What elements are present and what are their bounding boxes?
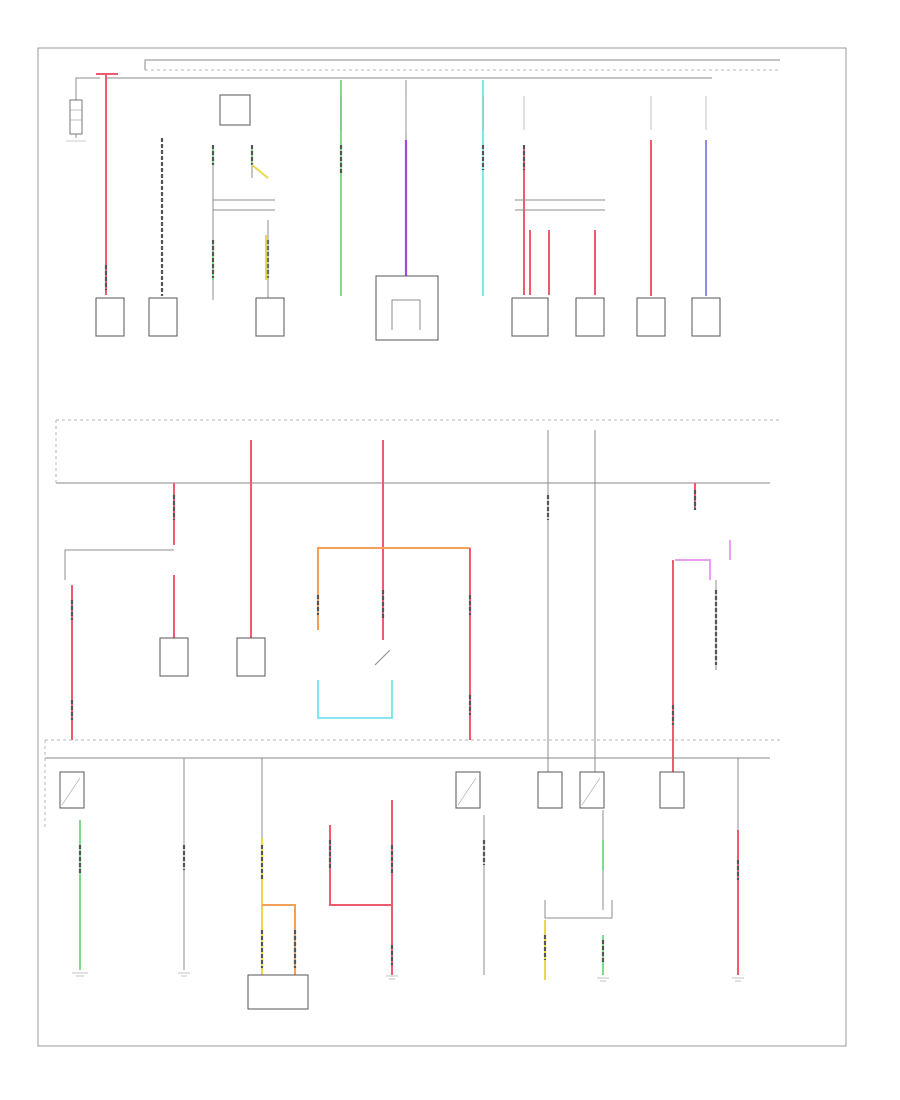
top-section (66, 59, 780, 341)
bottom-section (44, 739, 780, 1010)
fuse-drops-top (340, 96, 707, 130)
red-trio (515, 145, 605, 295)
component-box (148, 297, 178, 337)
relay-group (211, 94, 275, 300)
component-box (159, 637, 189, 677)
component-box (636, 297, 666, 337)
component-box (575, 297, 605, 337)
diagram-frame (37, 47, 847, 1047)
component-box (95, 297, 125, 337)
middle-section (55, 419, 780, 775)
component-box (236, 637, 266, 677)
battery-icon (66, 82, 86, 142)
ground-symbols (72, 972, 744, 982)
component-box (691, 297, 721, 337)
component-box (511, 297, 549, 337)
wire-battery-feed (96, 73, 118, 295)
yellow-box-circuit (247, 758, 309, 1010)
relay-box (537, 771, 563, 809)
component-box (255, 297, 285, 337)
light-switch-box (375, 275, 439, 341)
trailer-circuit (316, 440, 472, 740)
relay-box (659, 771, 685, 809)
